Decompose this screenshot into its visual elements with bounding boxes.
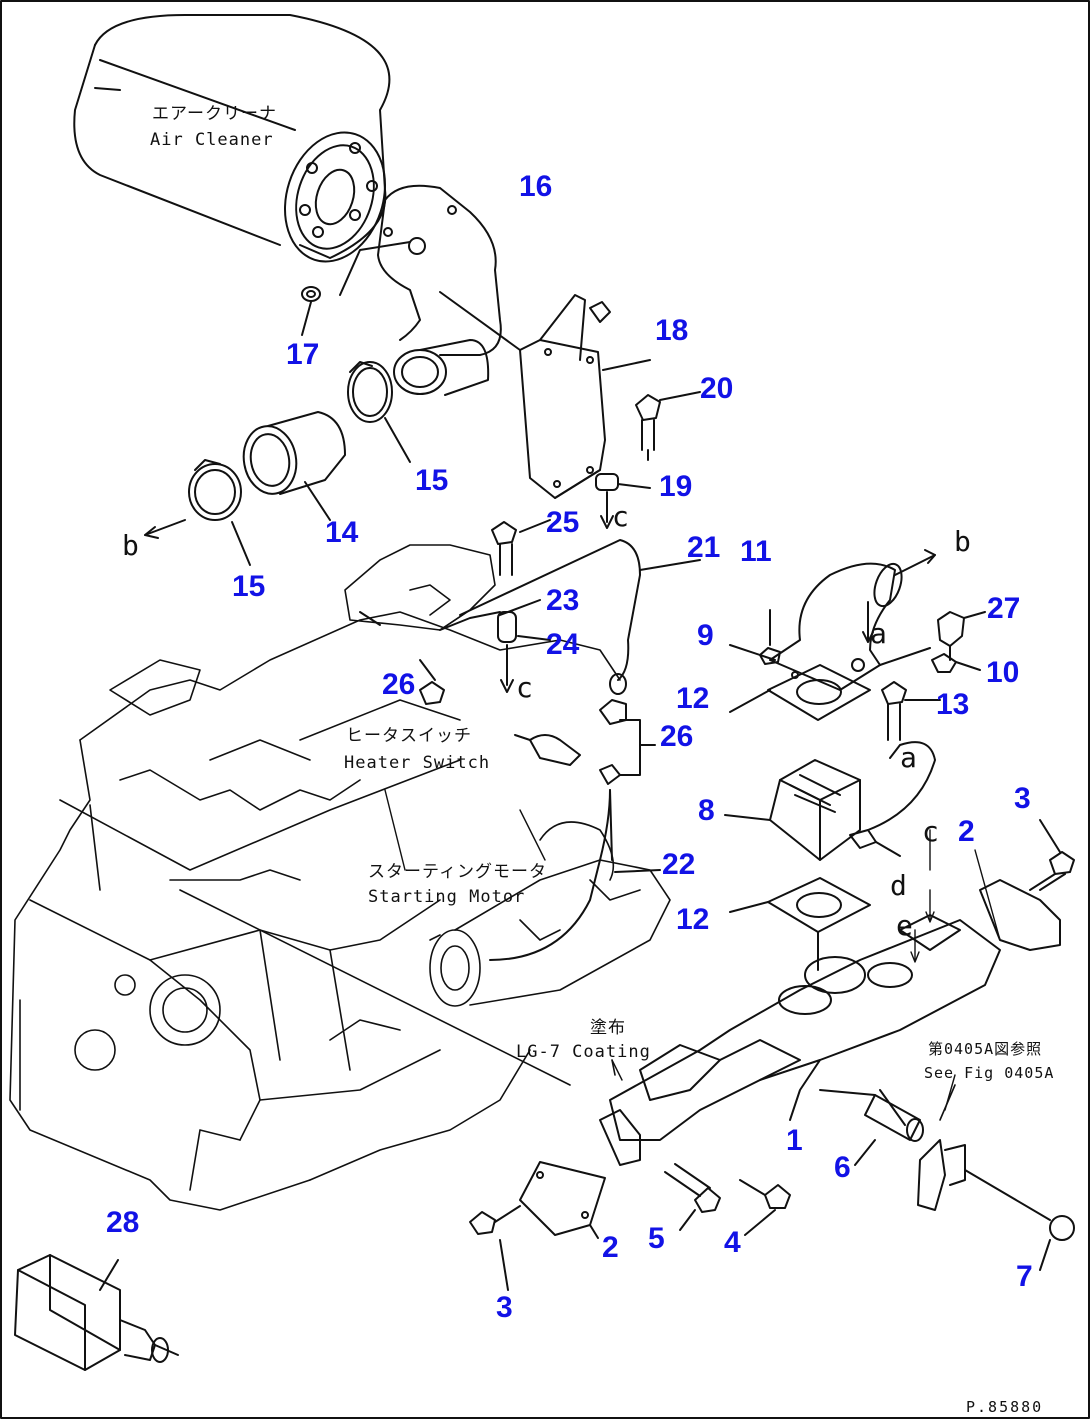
bolt-20-drawing	[635, 391, 701, 461]
sensor-27-drawing	[937, 611, 986, 661]
ref-letter-d: d	[890, 869, 907, 902]
see-fig-arrow	[939, 1084, 956, 1121]
coating-label-jp: 塗布	[590, 1018, 626, 1038]
callout-part-19: 19	[659, 470, 693, 503]
see-fig-label-en: See Fig 0405A	[924, 1064, 1055, 1082]
callout-part-15-lower: 15	[232, 570, 266, 603]
bracket-18-drawing	[519, 294, 651, 499]
ref-letter-c-top: c	[612, 500, 629, 533]
heater-switch-label-en: Heater Switch	[344, 753, 491, 773]
engine-block-drawing	[9, 611, 621, 1211]
spacer-19-drawing	[595, 473, 651, 529]
starting-motor-label-en: Starting Motor	[368, 887, 526, 907]
bolt-3-lower-drawing	[469, 1205, 521, 1291]
ref-letter-a-pipe: a	[870, 617, 887, 650]
ref-letter-e: e	[896, 909, 913, 942]
air-cleaner-label-jp: エアークリーナ	[152, 104, 277, 124]
callout-part-23: 23	[546, 584, 580, 617]
bolt-13-drawing	[881, 681, 941, 741]
callout-part-3-lower: 3	[496, 1291, 513, 1324]
fitting-23-drawing	[439, 599, 541, 631]
ref-letter-b-left: b	[122, 529, 139, 562]
callout-part-8: 8	[698, 794, 715, 827]
starter-28-drawing	[14, 1254, 179, 1371]
callout-part-16: 16	[519, 170, 553, 203]
cover-2-lower-drawing	[519, 1161, 606, 1239]
ref-letter-c-mid: c	[516, 671, 533, 704]
clamp-15-upper-drawing	[347, 361, 411, 463]
ref-letter-a-heater: a	[900, 741, 917, 774]
clamp-15-lower-drawing	[144, 459, 251, 566]
ref-arrow-c-left	[359, 611, 381, 626]
coating-arrow	[611, 1059, 616, 1076]
callout-part-11: 11	[740, 535, 772, 568]
coating-label-en: LG-7 Coating	[516, 1042, 651, 1062]
callout-part-13: 13	[936, 688, 970, 721]
callout-part-2-upper: 2	[958, 815, 975, 848]
heater-switch-label-jp: ヒータスイッチ	[346, 726, 472, 746]
callout-part-24: 24	[546, 628, 580, 661]
figure-code: P.85880	[966, 1398, 1044, 1416]
gasket-12-upper-drawing	[729, 664, 871, 721]
bolt-5-drawing	[664, 1163, 721, 1231]
callout-part-26-right: 26	[660, 720, 694, 753]
pipe-9-drawing	[729, 549, 936, 691]
ref-letter-b-right: b	[954, 525, 971, 558]
callout-part-2-lower: 2	[602, 1231, 619, 1264]
air-cleaner-drawing	[73, 14, 391, 263]
fitting-11-drawing	[759, 609, 781, 665]
callout-part-15-upper: 15	[415, 464, 449, 497]
air-cleaner-label-en: Air Cleaner	[150, 130, 274, 150]
callout-part-26-left: 26	[382, 668, 416, 701]
callout-part-6: 6	[834, 1151, 851, 1184]
connector-26-drawing	[514, 699, 656, 785]
callout-part-28: 28	[106, 1206, 140, 1239]
callout-part-12-upper: 12	[676, 682, 710, 715]
starting-motor-drawing	[429, 821, 671, 1007]
see-fig-label-jp: 第0405A図参照	[928, 1040, 1043, 1058]
bolt-3-upper-drawing	[1029, 819, 1075, 891]
gasket-12-lower-drawing	[729, 877, 871, 971]
callout-part-21: 21	[687, 531, 721, 564]
heater-8-drawing	[724, 741, 936, 861]
callout-part-27: 27	[987, 592, 1021, 625]
pipe-6-drawing	[819, 1089, 924, 1166]
leader-lines	[384, 789, 1001, 1111]
callout-part-12-lower: 12	[676, 903, 710, 936]
starting-motor-label-jp: スターティングモータ	[368, 862, 547, 882]
bolt-25-drawing	[491, 519, 551, 576]
fitting-26-left-drawing	[419, 659, 445, 705]
callout-part-18: 18	[655, 314, 689, 347]
bracket-7-drawing	[917, 1139, 1075, 1271]
callout-part-20: 20	[700, 372, 734, 405]
elbow-16-drawing	[339, 184, 521, 396]
nut-17-drawing	[301, 286, 321, 336]
callout-part-7: 7	[1016, 1260, 1033, 1293]
callout-part-22: 22	[662, 848, 696, 881]
callout-part-9: 9	[697, 619, 714, 652]
wire-22-drawing	[489, 789, 661, 961]
harness-21-drawing	[459, 539, 701, 695]
nut-4-drawing	[739, 1179, 791, 1236]
hose-14-drawing	[242, 411, 346, 521]
sleeve-24-drawing	[497, 611, 551, 693]
callout-part-10: 10	[986, 656, 1020, 689]
callout-part-5: 5	[648, 1222, 665, 1255]
callout-part-3-upper: 3	[1014, 782, 1031, 815]
callout-part-4: 4	[724, 1226, 741, 1259]
callout-part-14: 14	[325, 516, 359, 549]
callout-part-17: 17	[286, 338, 320, 371]
fitting-10-drawing	[931, 653, 981, 673]
callout-part-25: 25	[546, 506, 580, 539]
ref-letter-c-right: c	[922, 815, 939, 848]
callout-part-1: 1	[786, 1124, 803, 1157]
intake-manifold-1-drawing	[599, 879, 1061, 1166]
